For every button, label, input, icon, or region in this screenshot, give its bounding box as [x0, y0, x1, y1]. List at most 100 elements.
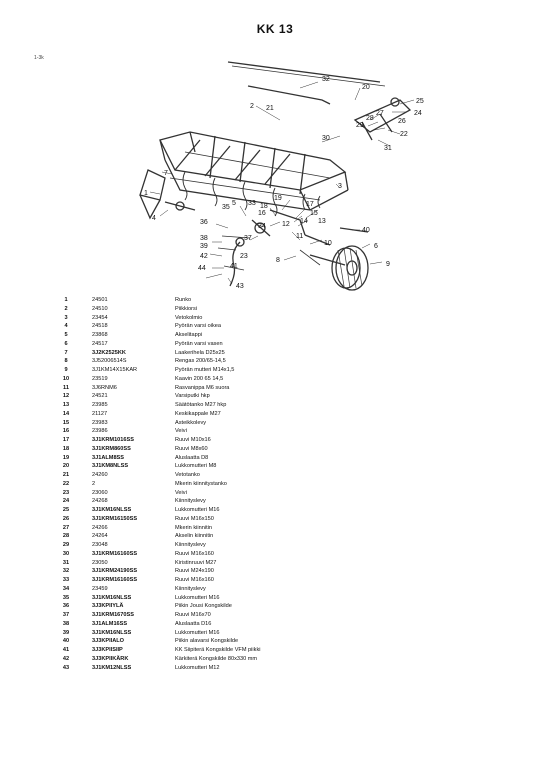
part-code: 3J1KM16NLSS	[92, 594, 132, 601]
part-number: 30	[62, 550, 70, 557]
part-code: 3J1ALM8SS	[92, 454, 125, 461]
part-code: 3J3KPIIYLÄ	[92, 603, 124, 610]
part-number: 17	[62, 437, 70, 443]
callout-2: 2	[250, 103, 254, 110]
part-number: 22	[62, 480, 70, 487]
part-description: Ruuvi M16x70	[175, 612, 211, 618]
part-number: 41	[62, 647, 70, 653]
part-code: 3J1KM14X15KAR	[92, 367, 138, 373]
part-description: Pyörän mutteri M14x1,5	[175, 367, 235, 373]
part-code: 3J1KRM1016SS	[92, 437, 134, 443]
part-number: 28	[62, 533, 70, 540]
callout-19: 19	[274, 195, 282, 202]
callout-32: 32	[322, 76, 330, 83]
part-code: 24518	[92, 323, 108, 330]
part-number: 26	[62, 515, 70, 522]
part-number: 9	[64, 367, 68, 373]
part-code: 24521	[92, 393, 108, 400]
part-description: Ruuvi M24x190	[175, 568, 214, 575]
part-number: 29	[62, 542, 70, 548]
part-number: 33	[62, 577, 70, 583]
callout-36: 36	[200, 219, 208, 226]
part-number: 43	[62, 664, 70, 671]
part-number: 10	[62, 375, 70, 382]
callout-5: 5	[232, 200, 236, 207]
part-code: 24266	[92, 524, 108, 531]
part-code: 3J1KRM860SS	[92, 445, 131, 452]
part-code: 3J1KRM16160SS	[92, 550, 138, 557]
callout-42: 42	[200, 253, 208, 260]
part-description: Asteikkolevy	[175, 419, 207, 426]
page-title: KK 13	[256, 22, 294, 36]
callout-33: 33	[248, 200, 256, 207]
part-description: Lukkomutteri M12	[175, 664, 220, 671]
part-number: 1	[64, 297, 68, 303]
part-number: 34	[62, 585, 70, 592]
part-description: Vetokolmio	[175, 314, 203, 321]
part-description: Lukkomutteri M16	[175, 507, 220, 513]
spring-tine-assembly	[217, 235, 251, 287]
callout-26: 26	[398, 118, 406, 125]
part-description: Kiinnityslevy	[175, 585, 206, 592]
callout-30: 30	[322, 135, 330, 142]
callout-7: 7	[164, 170, 168, 177]
parts-row: 17 3J1KRM1016SS Ruuvi M10x16	[60, 436, 500, 445]
top-tine-bar	[227, 61, 381, 83]
part-number: 15	[62, 419, 70, 426]
part-number: 39	[62, 629, 70, 636]
part-number: 21	[62, 472, 70, 478]
part-number: 20	[62, 463, 70, 470]
callout-1: 1	[144, 190, 148, 197]
part-code: 3J3KPIISIIP	[92, 647, 123, 653]
callout-31: 31	[384, 145, 392, 152]
part-description: Keskikappale M27	[175, 410, 221, 417]
part-description: Runko	[175, 297, 192, 303]
callout-4: 4	[152, 215, 156, 222]
part-description: Pyörän varsi vasen	[175, 340, 223, 347]
part-description: Säätötanko M27 hkp	[175, 402, 227, 408]
part-description: Akselin kiinnitin	[175, 533, 214, 540]
part-description: Rengas 200/65-14,5	[175, 358, 226, 365]
part-description: Mkerin kiinnitystanko	[175, 480, 227, 487]
callout-6: 6	[374, 243, 378, 250]
part-code: 23048	[92, 542, 108, 548]
part-code: 3J1KRM1670SS	[92, 612, 134, 618]
part-code: 3J1KM16NLSS	[92, 507, 132, 513]
adjusting-crank	[269, 209, 306, 236]
part-description: Aluslaatta D8	[175, 454, 209, 461]
part-number: 4	[64, 323, 68, 330]
part-number: 13	[62, 402, 70, 408]
part-number: 7	[64, 349, 68, 356]
callout-28: 28	[366, 115, 374, 122]
part-description: Veivi	[175, 428, 187, 435]
callout-34: 34	[258, 223, 266, 230]
part-description: Kiinnityslevy	[175, 542, 206, 548]
callout-38: 38	[200, 235, 208, 242]
callout-23: 23	[240, 253, 248, 260]
part-code: 24260	[92, 472, 108, 478]
callout-15: 15	[310, 210, 318, 217]
callout-24: 24	[414, 110, 422, 117]
part-description: Ruuvi M10x16	[175, 437, 211, 443]
callout-41: 41	[230, 263, 238, 270]
part-number: 24	[62, 498, 70, 505]
callout-18: 18	[260, 203, 268, 210]
callout-10: 10	[324, 240, 332, 247]
part-number: 19	[62, 454, 70, 461]
callout-3: 3	[338, 183, 342, 190]
callout-20: 20	[362, 84, 370, 91]
part-code: 24501	[92, 297, 108, 303]
